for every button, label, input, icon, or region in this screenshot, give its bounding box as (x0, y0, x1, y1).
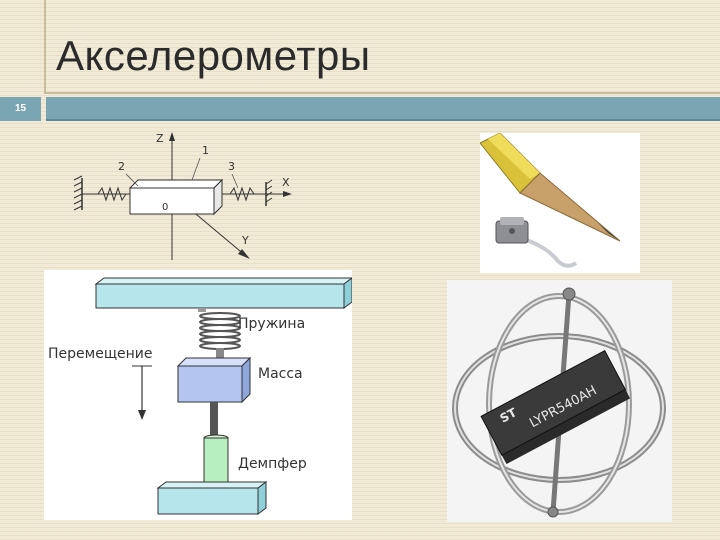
gyro-ring-horizontal-shine (454, 335, 664, 481)
axes-diagram: Z X Y 0 1 2 3 (66, 128, 306, 264)
mass-front (177, 365, 243, 403)
displacement-label: Перемещение (48, 346, 152, 362)
spring-coil (198, 308, 241, 360)
sensor-screw (509, 228, 515, 234)
sensor-top (500, 217, 524, 225)
label-1: 1 (202, 144, 209, 157)
right-spring (222, 186, 262, 202)
mass-top (176, 357, 252, 367)
label-3: 3 (228, 160, 235, 173)
y-arrow (238, 249, 250, 259)
bottom-plate-side (257, 481, 267, 515)
gyro-axle-top (562, 287, 576, 301)
top-plate-top (94, 277, 352, 285)
top-plate-front (95, 283, 345, 309)
spring-label: Пружина (238, 316, 305, 332)
z-label: Z (156, 132, 164, 145)
damper-label: Демпфер (238, 456, 307, 472)
right-wall-hatch (265, 179, 273, 203)
pencil-highlight (488, 133, 540, 179)
origin-label: 0 (162, 202, 168, 213)
pencil-lead (598, 223, 620, 241)
bottom-plate-top (156, 481, 268, 489)
damper-cylinder (203, 437, 229, 483)
pencil-wood (519, 172, 621, 242)
gyro-axle-bottom (547, 506, 559, 518)
leader-1 (191, 157, 201, 181)
pencil-sensor-photo (480, 133, 640, 273)
top-plate-side (343, 277, 352, 309)
damper-rod (210, 402, 218, 440)
y-label: Y (241, 234, 249, 247)
gyroscope-photo: ST LYPR540AH (447, 280, 672, 522)
slide-title: Акселерометры (56, 32, 371, 79)
z-arrow (169, 132, 175, 141)
displacement-arrow (138, 410, 146, 420)
beam-top (128, 179, 224, 189)
chip-top (480, 349, 627, 456)
mass-side (241, 356, 251, 404)
left-wall-hatch (73, 175, 83, 211)
title-frame (44, 0, 720, 94)
mass-label: Масса (258, 366, 303, 382)
leader-3 (231, 173, 239, 189)
x-label: X (282, 176, 290, 189)
page-number: 15 (0, 97, 41, 121)
sensor-cable (523, 237, 578, 268)
left-spring (97, 186, 130, 202)
accent-bar (46, 97, 720, 121)
label-2: 2 (118, 160, 125, 173)
leader-2 (125, 173, 139, 187)
gyro-ring-vertical-shine (488, 295, 630, 513)
x-arrow (283, 191, 292, 197)
beam-front (129, 187, 215, 215)
spring-mass-diagram: Пружина Перемещение Масса Демпфер (44, 270, 352, 520)
bottom-plate-front (157, 487, 259, 515)
